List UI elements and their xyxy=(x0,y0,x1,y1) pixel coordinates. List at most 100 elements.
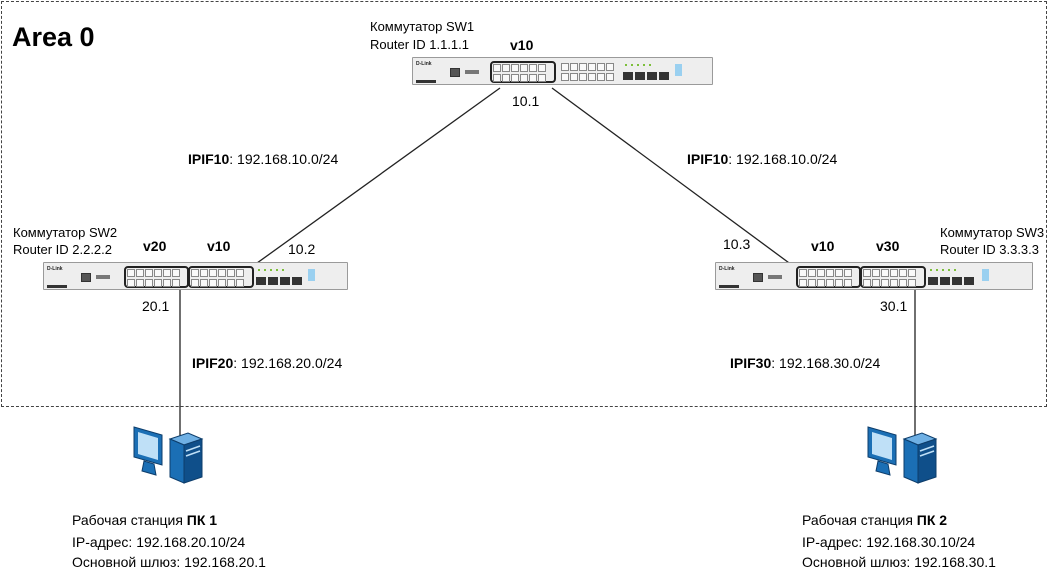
ethernet-port xyxy=(493,64,501,72)
sw3-ip-v30: 30.1 xyxy=(880,298,908,314)
status-label xyxy=(675,64,682,76)
ethernet-port xyxy=(502,64,510,72)
sw1-router-id: Router ID 1.1.1.1 xyxy=(370,37,469,52)
iface-name: IPIF30 xyxy=(730,355,772,371)
ethernet-port xyxy=(493,74,501,82)
link-sw1-sw3 xyxy=(551,87,801,272)
sw3-vlan-v30: v30 xyxy=(876,238,900,254)
status-leds xyxy=(930,269,956,271)
area-label: Area 0 xyxy=(12,22,95,52)
switch-logo: D-Link xyxy=(719,266,735,272)
ethernet-port xyxy=(561,73,569,81)
switch-sw2[interactable]: D-Link xyxy=(43,262,348,290)
status-leds xyxy=(258,269,284,271)
ospf-area-boundary xyxy=(1,1,1047,407)
ethernet-port xyxy=(597,63,605,71)
ethernet-port xyxy=(817,279,825,287)
pc1-title-name: ПК 1 xyxy=(186,512,218,528)
ethernet-port xyxy=(172,279,180,287)
status-label xyxy=(982,269,989,281)
ethernet-port xyxy=(236,269,244,277)
ethernet-port xyxy=(511,74,519,82)
ethernet-port xyxy=(579,73,587,81)
ethernet-port xyxy=(200,269,208,277)
link-label-pc1: IPIF20: 192.168.20.0/24 xyxy=(192,356,342,370)
ethernet-port xyxy=(127,269,135,277)
sfp-ports xyxy=(623,72,669,80)
sw2-vlan-v20: v20 xyxy=(143,238,167,254)
link-label-left: IPIF10: 192.168.10.0/24 xyxy=(188,152,338,166)
sfp-ports xyxy=(256,277,302,285)
ethernet-port xyxy=(200,279,208,287)
pc2-gateway: Основной шлюз: 192.168.30.1 xyxy=(802,554,996,570)
ethernet-port xyxy=(872,279,880,287)
ethernet-port xyxy=(154,269,162,277)
sfp-ports xyxy=(928,277,974,285)
ethernet-port xyxy=(227,279,235,287)
sw2-ip-v10: 10.2 xyxy=(288,241,316,257)
ethernet-port xyxy=(191,279,199,287)
ethernet-port xyxy=(145,269,153,277)
ethernet-port xyxy=(520,74,528,82)
ethernet-port xyxy=(529,74,537,82)
ethernet-port xyxy=(538,64,546,72)
model-plate xyxy=(47,285,67,288)
workstation-pc2-icon[interactable] xyxy=(866,423,946,489)
port-group-v10 xyxy=(188,266,254,288)
switch-sw1[interactable]: D-Link xyxy=(412,57,713,85)
ethernet-port xyxy=(570,63,578,71)
ethernet-port xyxy=(570,73,578,81)
ethernet-port xyxy=(863,279,871,287)
sw2-ip-v20: 20.1 xyxy=(142,298,170,314)
ethernet-port xyxy=(145,279,153,287)
sw3-vlan-v10: v10 xyxy=(811,238,835,254)
iface-network: : 192.168.20.0/24 xyxy=(233,355,343,371)
ethernet-port xyxy=(218,269,226,277)
ethernet-port xyxy=(817,269,825,277)
ethernet-port xyxy=(511,64,519,72)
ethernet-port xyxy=(136,279,144,287)
ethernet-port xyxy=(191,269,199,277)
ethernet-port xyxy=(826,279,834,287)
ethernet-port xyxy=(835,269,843,277)
pc1-title-prefix: Рабочая станция xyxy=(72,512,187,528)
switch-logo: D-Link xyxy=(416,61,432,67)
ethernet-port xyxy=(606,63,614,71)
ethernet-port xyxy=(863,269,871,277)
ethernet-port xyxy=(890,279,898,287)
pc2-title-prefix: Рабочая станция xyxy=(802,512,917,528)
console-port xyxy=(81,273,91,282)
sw2-vlan-v10: v10 xyxy=(207,238,231,254)
iface-name: IPIF10 xyxy=(188,151,230,167)
ethernet-port xyxy=(808,269,816,277)
ethernet-port xyxy=(881,279,889,287)
ethernet-port xyxy=(826,269,834,277)
sw1-vlan-v10: v10 xyxy=(510,37,534,53)
reset-button xyxy=(768,275,782,279)
iface-name: IPIF20 xyxy=(192,355,234,371)
iface-network: : 192.168.10.0/24 xyxy=(229,151,339,167)
ethernet-port xyxy=(799,279,807,287)
sw1-title: Коммутатор SW1 xyxy=(370,19,475,34)
pc2-title: Рабочая станция ПК 2 xyxy=(802,513,947,527)
pc2-ip: IP-адрес: 192.168.30.10/24 xyxy=(802,534,976,550)
ethernet-port xyxy=(209,269,217,277)
ethernet-port xyxy=(163,269,171,277)
link-label-right: IPIF10: 192.168.10.0/24 xyxy=(687,152,837,166)
switch-sw3[interactable]: D-Link xyxy=(715,262,1033,290)
ethernet-port xyxy=(606,73,614,81)
sw2-router-id: Router ID 2.2.2.2 xyxy=(13,242,112,257)
ethernet-port xyxy=(808,279,816,287)
status-label xyxy=(308,269,315,281)
ethernet-port xyxy=(520,64,528,72)
sw3-ip-v10: 10.3 xyxy=(723,236,751,252)
ethernet-port xyxy=(209,279,217,287)
ethernet-port xyxy=(588,73,596,81)
ethernet-port xyxy=(127,279,135,287)
port-group-v20 xyxy=(124,266,189,288)
ethernet-port xyxy=(529,64,537,72)
ethernet-port xyxy=(136,269,144,277)
port-group xyxy=(559,61,623,83)
ethernet-port xyxy=(908,269,916,277)
workstation-pc1-icon[interactable] xyxy=(132,423,212,489)
